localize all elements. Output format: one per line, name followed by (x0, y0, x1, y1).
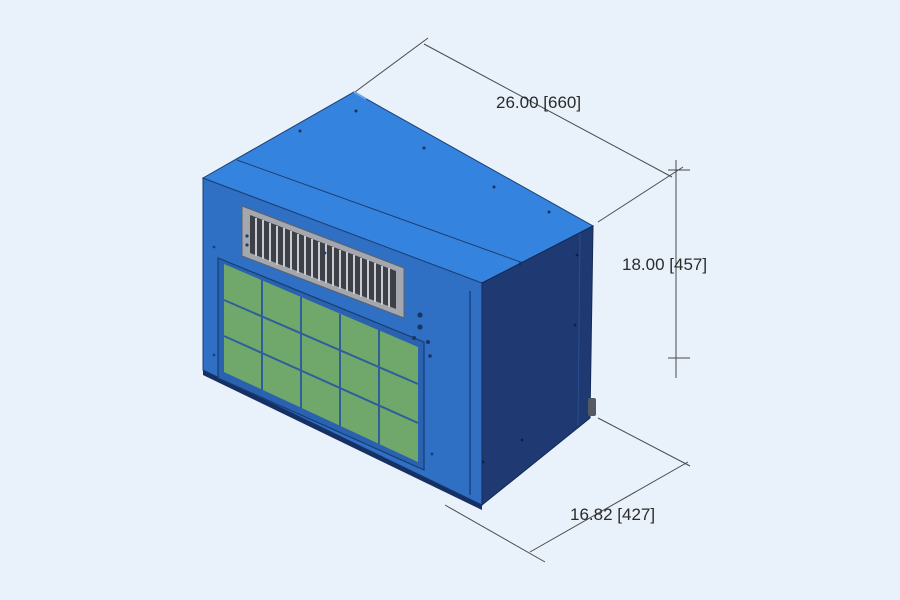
front-fasteners (212, 234, 434, 456)
top-rear-edge (353, 91, 367, 100)
dimension-lines (354, 37, 691, 563)
length-dimension-line (423, 43, 673, 178)
side-seam-2 (577, 232, 581, 426)
length-extension-right (597, 166, 684, 223)
grille-opening (250, 215, 396, 309)
length-extension-left (354, 37, 429, 93)
grille-louvers (255, 218, 390, 307)
service-ports (412, 312, 432, 358)
filter-grid (223, 280, 419, 444)
side-face (481, 225, 594, 507)
height-dimension-label: 18.00 [457] (622, 255, 707, 274)
top-seam (236, 159, 527, 265)
depth-dimension-label: 16.82 [427] (570, 505, 655, 524)
filter-media (224, 264, 418, 462)
top-screws (298, 109, 551, 266)
depth-extension-right (597, 417, 691, 467)
connector-nub (588, 398, 596, 416)
depth-dimension-line (529, 461, 689, 553)
side-screws (481, 253, 579, 464)
length-dimension-label: 26.00 [660] (496, 93, 581, 112)
base-rim (203, 370, 482, 510)
depth-extension-left (444, 504, 546, 563)
